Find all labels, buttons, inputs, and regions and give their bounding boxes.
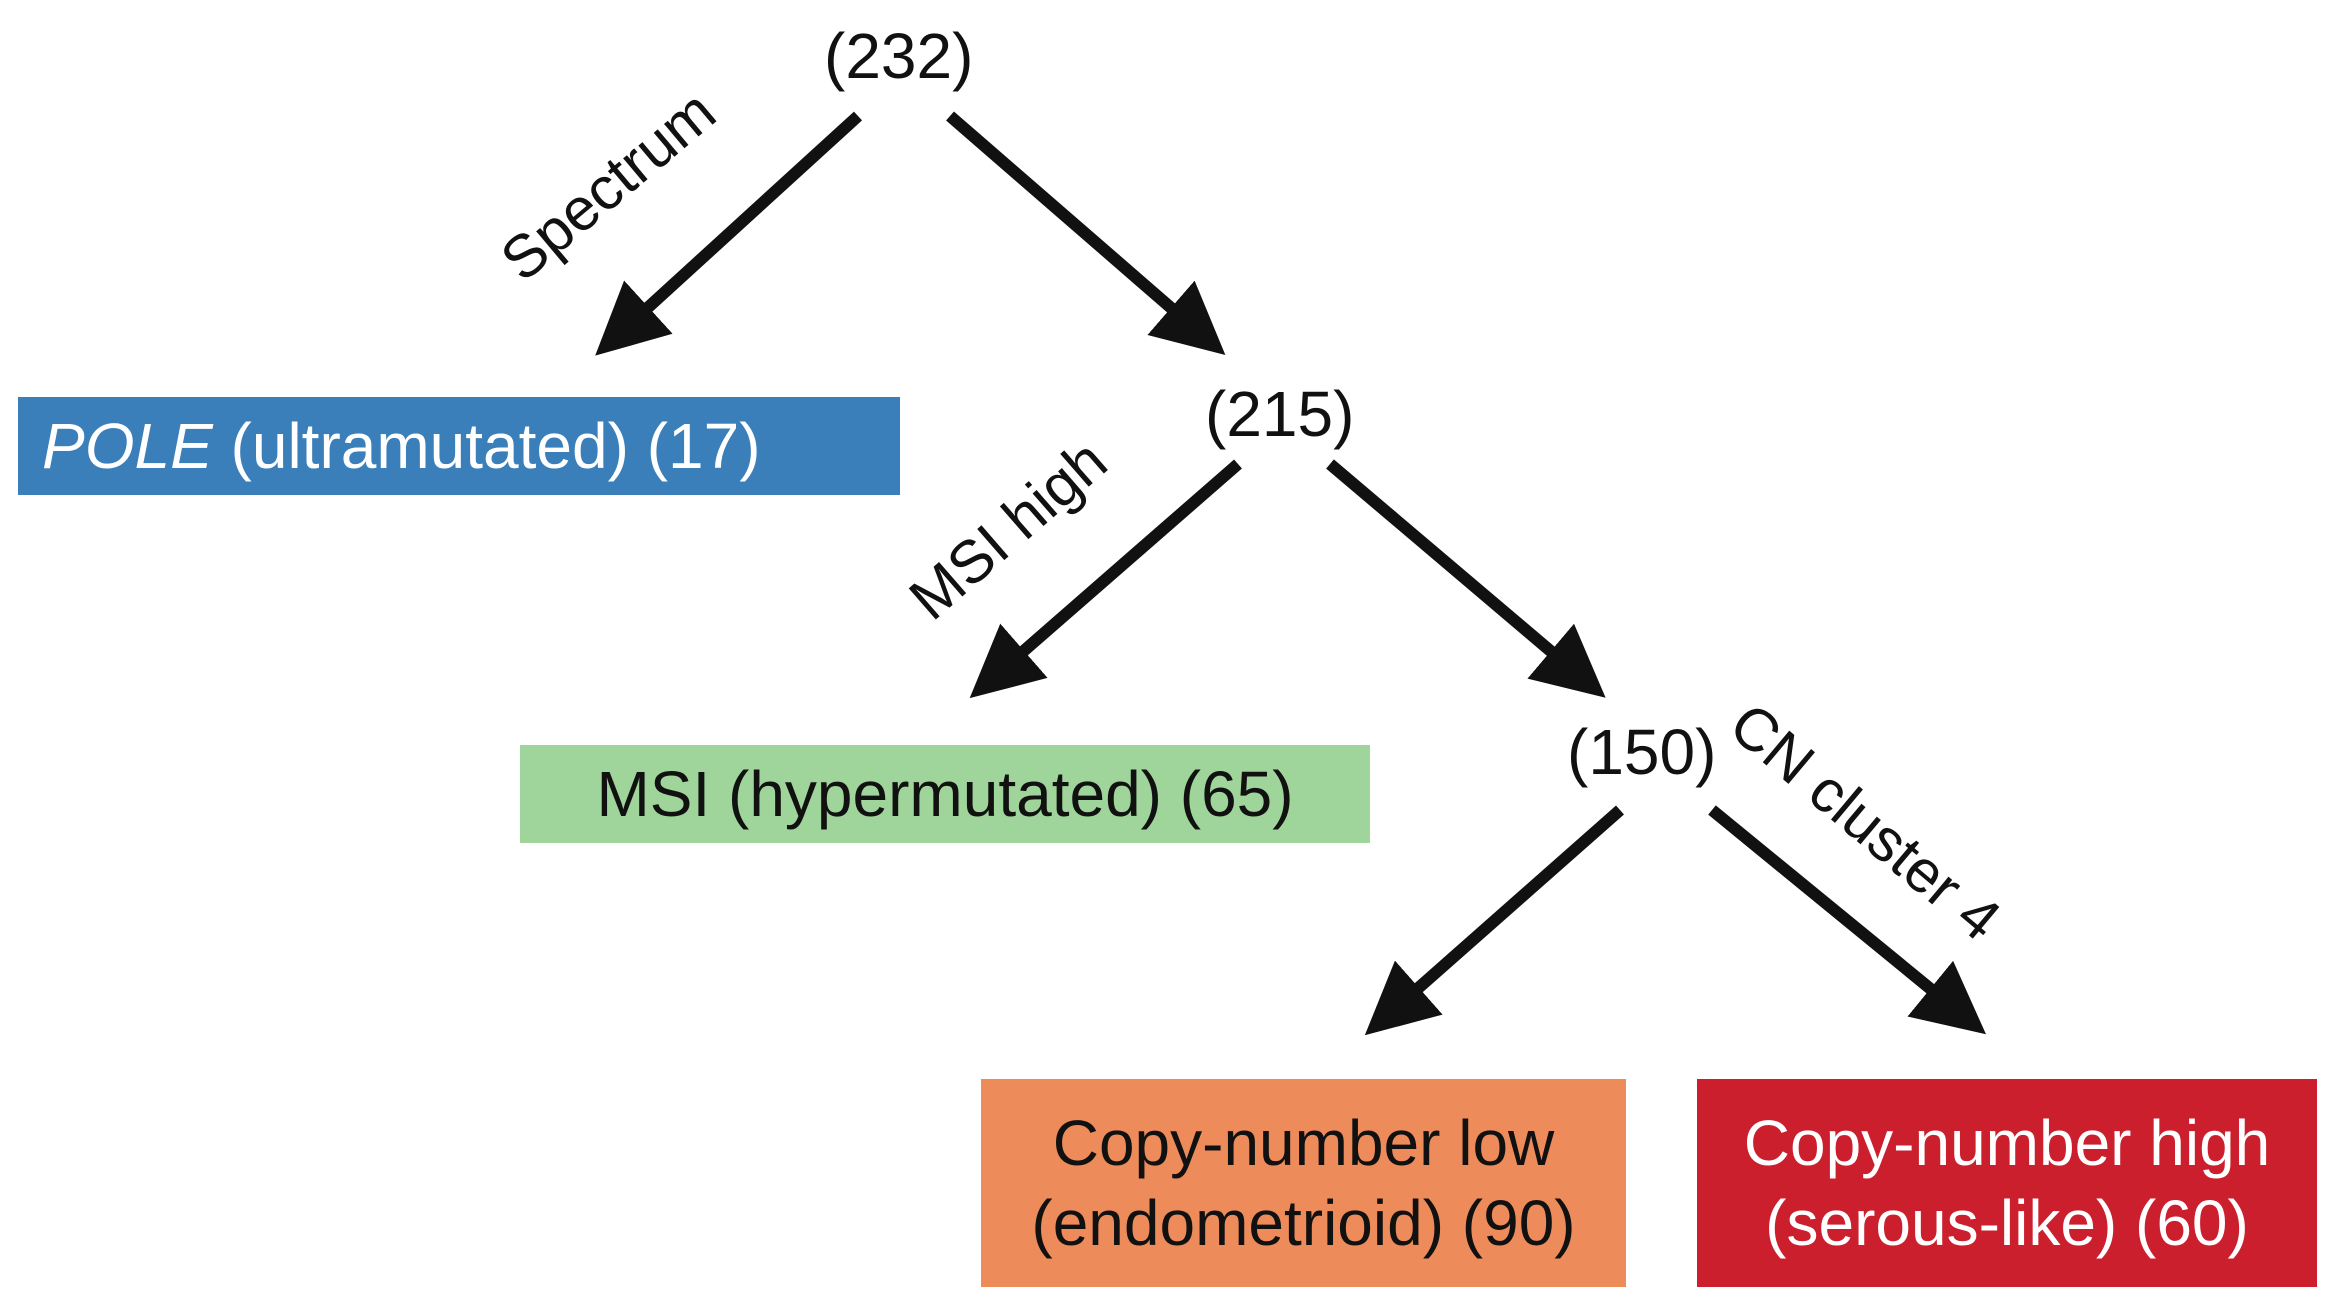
node-150-count: (150): [1567, 716, 1717, 788]
leaf-pole-label: POLE (ultramutated) (17): [42, 406, 761, 486]
leaf-msi-label: MSI (hypermutated) (65): [596, 758, 1294, 830]
node-root-count: (232): [824, 20, 974, 92]
arrow-150-to-cnlow: [1364, 805, 1624, 1036]
leaf-copy-number-high-line1: Copy-number high: [1743, 1107, 2271, 1179]
arrow-215-to-msi: [969, 459, 1242, 699]
arrow-root-to-pole: [595, 111, 863, 356]
leaf-copy-number-low: Copy-number low (endometrioid) (90): [981, 1079, 1626, 1287]
node-215-count: (215): [1205, 378, 1355, 450]
leaf-copy-number-low-line2: (endometrioid) (90): [1031, 1187, 1576, 1259]
leaf-copy-number-high-line2: (serous-like) (60): [1765, 1187, 2249, 1259]
leaf-copy-number-low-line1: Copy-number low: [1052, 1107, 1555, 1179]
arrow-215-to-150: [1326, 459, 1606, 698]
leaf-copy-number-high: Copy-number high (serous-like) (60): [1697, 1079, 2317, 1287]
leaf-pole: POLE (ultramutated) (17): [18, 397, 900, 495]
arrow-root-to-215: [946, 111, 1226, 356]
leaf-msi: MSI (hypermutated) (65): [520, 745, 1370, 843]
leaf-pole-rest: (ultramutated) (17): [212, 410, 761, 482]
leaf-pole-gene: POLE: [42, 410, 213, 482]
arrow-150-to-cnhigh: [1708, 805, 1987, 1035]
